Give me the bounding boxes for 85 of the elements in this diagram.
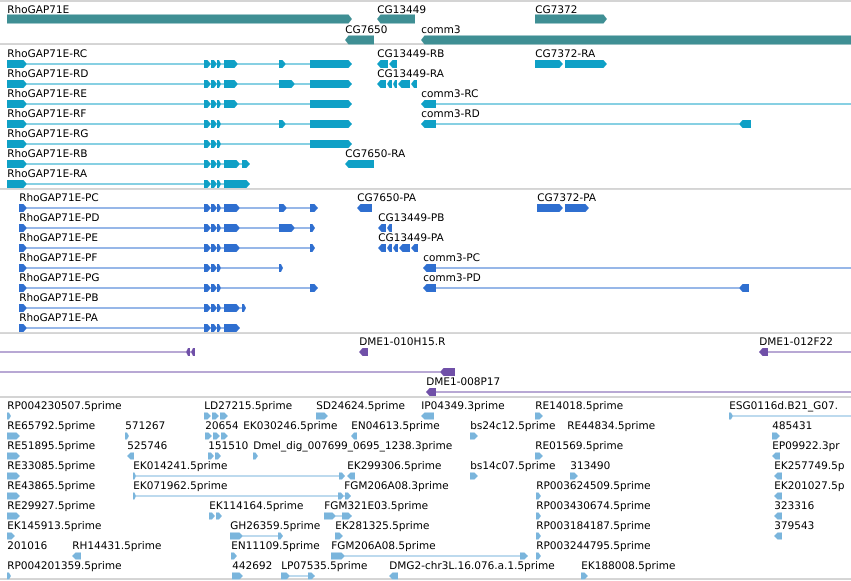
feature-label: EK281325.5prime [336,521,429,532]
feature-label: CG7650-PA [358,193,416,202]
feature-label: RhoGAP71E-RD [8,69,88,78]
feature-label: CG13449-PA [378,233,444,242]
feature-label: RhoGAP71E-RF [8,109,86,118]
feature-label: EK071962.5prime [134,481,227,492]
feature-label: comm3 [422,25,460,34]
feature-label: DMG2-chr3L.16.076.a.1.5prime [390,561,554,572]
feature-label: EP09922.3pr [773,441,840,452]
feature-label: DME1-010H15.R [360,337,446,346]
feature-label: CG7650 [346,25,387,34]
feature-label: EN04613.5prime [352,421,440,432]
feature-label: CG7372-RA [536,49,596,58]
feature-label: RE51895.5prime [8,441,95,452]
feature-label: 379543 [775,521,814,530]
feature-label: RP003244795.5prime [537,541,650,552]
feature-label: comm3-PC [424,253,480,262]
feature-label: RhoGAP71E-PF [20,253,97,262]
feature-label: ESG0116d.B21_G07. [730,401,837,412]
feature-label: bs24c12.5prime [471,421,555,432]
feature-label: CG7372-PA [538,193,596,202]
feature-label: RhoGAP71E-PG [20,273,99,282]
feature-label: EK114164.5prime [210,501,303,512]
feature-label: RP004230507.5prime [8,401,121,412]
feature-label: bs14c07.5prime [471,461,555,472]
feature-label: 151510 [209,441,248,450]
feature-label: 313490 [571,461,610,470]
feature-label: 20654 [206,421,238,430]
feature-label: FGM206A08.5prime [332,541,436,552]
feature-label: RhoGAP71E-PD [20,213,99,222]
feature-label: GH26359.5prime [230,521,320,532]
feature-label: EK145913.5prime [8,521,101,532]
feature-label: RP003624509.5prime [537,481,650,492]
feature-label: RhoGAP71E-RC [8,49,87,58]
feature-label: RhoGAP71E-RA [8,169,87,178]
feature-label: RhoGAP71E-PB [20,293,98,302]
feature-label: EK201027.5p [775,481,844,492]
feature-label: RE33085.5prime [8,461,95,472]
feature-label: CG13449 [378,5,426,14]
feature-label: comm3-PD [424,273,480,282]
feature-label: RP003184187.5prime [537,521,650,532]
feature-label: 201016 [8,541,47,550]
feature-label: comm3-RC [422,89,478,98]
feature-label: RhoGAP71E-PA [20,313,98,322]
feature-label: RE29927.5prime [8,501,95,512]
feature-label: LD27215.5prime [205,401,292,412]
feature-label: RhoGAP71E-PE [20,233,98,242]
feature-label: LP07535.5prime [282,561,367,572]
feature-label: RhoGAP71E [8,5,69,14]
feature-label: EN11109.5prime [232,541,320,552]
feature-label: SD24624.5prime [316,401,404,412]
feature-label: 442692 [232,561,272,570]
feature-label: DME1-008P17 [427,377,500,386]
feature-label: EK014241.5prime [134,461,227,472]
feature-label: RP004201359.5prime [8,561,121,572]
feature-label: RhoGAP71E-PC [20,193,98,202]
feature-label: FGM321E03.5prime [325,501,428,512]
feature-label: comm3-RD [422,109,480,118]
feature-label: EK257749.5p [775,461,844,472]
feature-label: RhoGAP71E-RB [8,149,87,158]
feature-label: RhoGAP71E-RE [8,89,86,98]
feature-label: IP04349.3prime [422,401,504,412]
feature-label: RE01569.5prime [536,441,623,452]
feature-label: RH14431.5prime [73,541,161,552]
feature-label: 323316 [775,501,814,510]
feature-label: RE44834.5prime [568,421,655,432]
feature-label: 571267 [126,421,164,430]
feature-label: CG7372 [536,5,576,14]
feature-label: CG7650-RA [346,149,406,158]
feature-label: CG13449-RB [378,49,444,58]
feature-label: RE65792.5prime [8,421,95,432]
feature-label: 485431 [772,421,812,430]
feature-label: CG13449-PB [378,213,444,222]
feature-label: Dmel_dig_007699_0695_1238.3prime [254,441,452,452]
feature-label: EK030246.5prime [244,421,337,432]
feature-label: DME1-012F22 [760,337,832,346]
feature-label: FGM206A08.3prime [345,481,448,492]
feature-label: RhoGAP71E-RG [8,129,88,138]
feature-label: 525746 [128,441,167,450]
feature-label: RE43865.5prime [8,481,95,492]
feature-label: RE14018.5prime [536,401,623,412]
feature-label: EK299306.5prime [348,461,441,472]
feature-label: EK188008.5prime [582,561,675,572]
feature-label: RP003430674.5prime [537,501,650,512]
feature-label: CG13449-RA [378,69,444,78]
